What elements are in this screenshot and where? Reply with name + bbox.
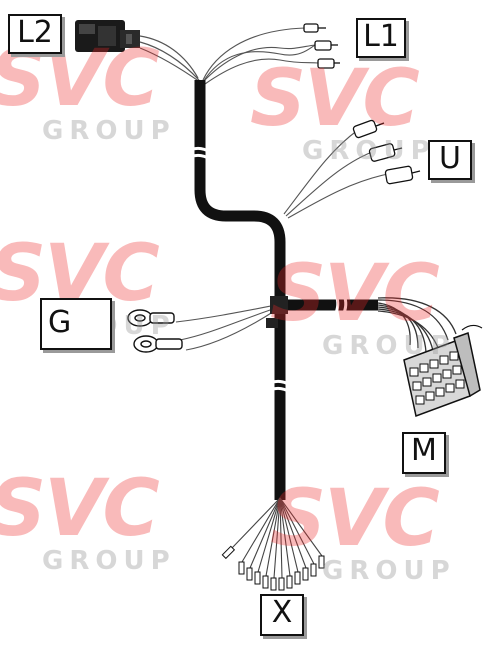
l2-wires: [139, 35, 201, 83]
m-wires: [377, 297, 457, 361]
l1-terminals: [303, 23, 340, 69]
g-ring-terminals: [127, 309, 183, 353]
cable-breaks: [189, 146, 348, 394]
label-g: G: [40, 298, 112, 350]
g-wires: [175, 304, 277, 351]
m-connector: [403, 324, 483, 418]
junction-clip: [266, 296, 288, 328]
x-wires: [231, 497, 323, 579]
label-u: U: [428, 140, 472, 180]
u-wires: [283, 129, 389, 219]
l2-connector: [75, 20, 140, 52]
label-x: X: [260, 594, 304, 636]
label-m: M: [402, 432, 446, 474]
label-l1: L1: [356, 18, 406, 58]
x-pins: [221, 545, 325, 591]
l1-wires: [202, 27, 319, 85]
main-cable: [194, 80, 378, 500]
label-l2: L2: [8, 14, 62, 54]
u-terminals: [352, 119, 421, 185]
